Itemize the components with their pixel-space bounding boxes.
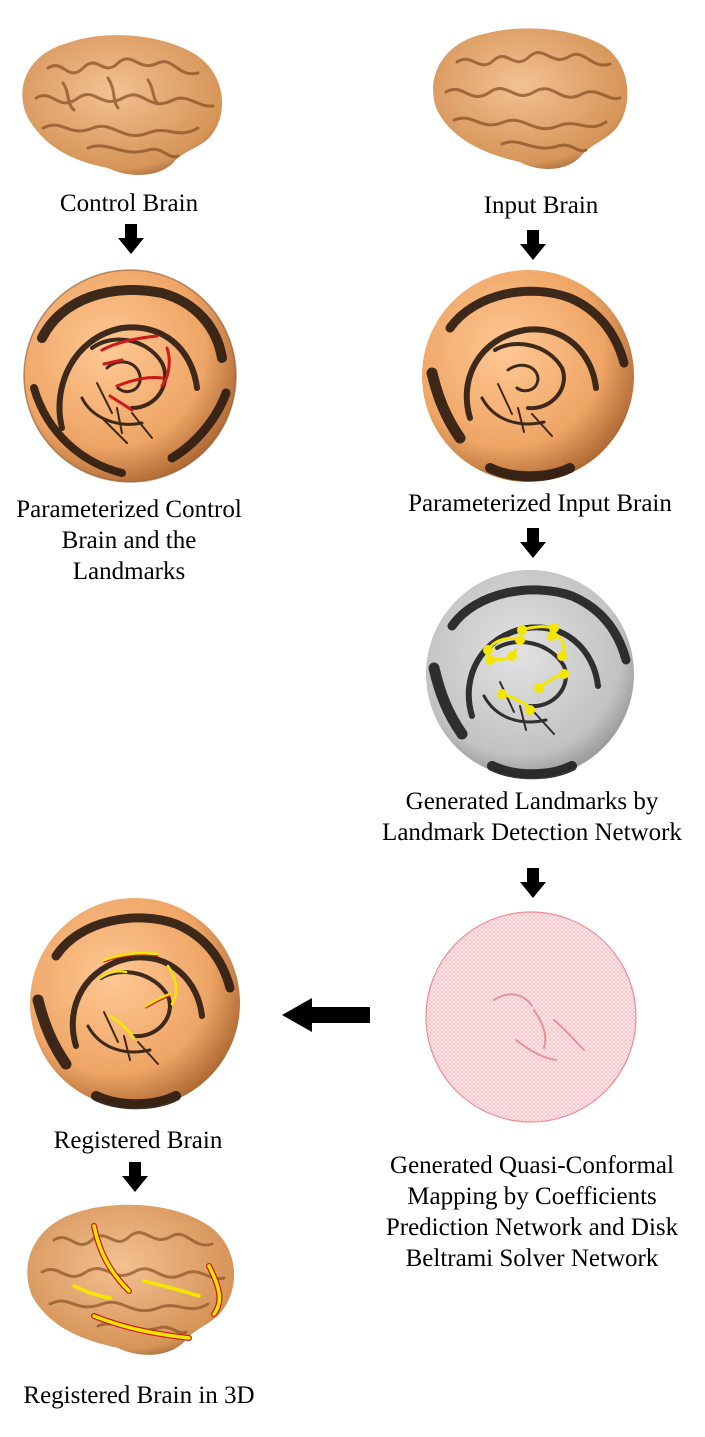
generated-mapping-line-3: Prediction Network and Disk — [385, 1214, 679, 1241]
generated-mapping-line-2: Mapping by Coefficients — [407, 1183, 657, 1210]
arrow-down-icon — [118, 224, 144, 254]
control-brain-label: Control Brain — [59, 190, 199, 217]
arrow-down-icon — [520, 528, 546, 558]
arrow-down-icon — [520, 868, 546, 898]
parameterized-control-label: Parameterized Control Brain and the Land… — [0, 494, 258, 587]
param-control-line-1: Parameterized Control — [16, 496, 242, 523]
parameterized-input-label: Parameterized Input Brain — [408, 490, 672, 517]
control-brain-image — [22, 35, 223, 175]
generated-mapping-label: Generated Quasi-Conformal Mapping by Coe… — [352, 1150, 705, 1274]
generated-landmarks-line-1: Generated Landmarks by — [405, 788, 659, 815]
parameterized-control-disk — [23, 269, 237, 483]
generated-mapping-line-1: Generated Quasi-Conformal — [390, 1152, 674, 1179]
input-brain-label: Input Brain — [483, 192, 599, 219]
registered-brain-3d-image — [27, 1204, 235, 1355]
registered-brain-label: Registered Brain — [53, 1127, 223, 1154]
input-brain-image — [433, 28, 628, 169]
registered-brain-3d-label: Registered Brain in 3D — [23, 1382, 255, 1409]
arrow-left-icon — [282, 998, 370, 1032]
generated-mapping-line-4: Beltrami Solver Network — [405, 1245, 659, 1272]
generated-landmarks-disk — [426, 570, 634, 780]
param-control-line-3: Landmarks — [72, 558, 186, 585]
param-control-line-2: Brain and the — [61, 527, 197, 554]
registered-brain-disk — [30, 898, 240, 1110]
arrow-down-icon — [122, 1162, 148, 1192]
quasi-conformal-mesh-disk — [425, 911, 637, 1123]
generated-landmarks-line-2: Landmark Detection Network — [382, 819, 682, 846]
generated-landmarks-label: Generated Landmarks by Landmark Detectio… — [352, 786, 705, 848]
parameterized-input-disk — [422, 270, 634, 482]
arrow-down-icon — [520, 230, 546, 260]
